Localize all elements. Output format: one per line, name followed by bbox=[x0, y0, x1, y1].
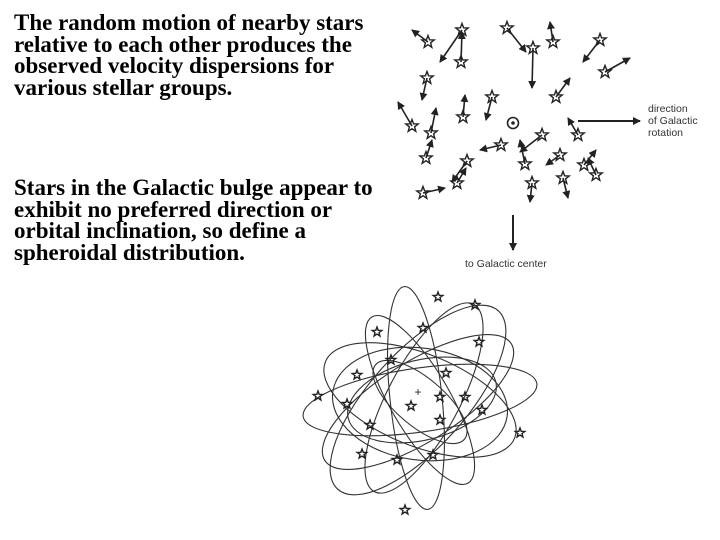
star-icon bbox=[554, 169, 572, 185]
star-icon bbox=[483, 88, 501, 104]
star-icon bbox=[569, 126, 587, 142]
star-icon bbox=[513, 425, 527, 439]
star-icon bbox=[418, 69, 436, 85]
star-icon bbox=[492, 136, 510, 152]
star-icon bbox=[417, 149, 435, 165]
bulge-center-marker: + bbox=[414, 385, 421, 399]
star-icon bbox=[458, 152, 476, 168]
star-icon bbox=[433, 412, 447, 426]
star-icon bbox=[416, 320, 430, 334]
star-icon bbox=[551, 146, 569, 162]
star-icon bbox=[498, 19, 516, 35]
star-icon bbox=[523, 174, 541, 190]
star-icon bbox=[547, 88, 565, 104]
star-icon bbox=[475, 402, 489, 416]
star-icon bbox=[448, 174, 466, 190]
bulge-orbits bbox=[302, 286, 538, 510]
star-icon bbox=[516, 155, 534, 171]
star-icon bbox=[355, 446, 369, 460]
star-icon bbox=[587, 166, 605, 182]
star-icon bbox=[591, 31, 609, 47]
star-icon bbox=[468, 297, 482, 311]
star-icon bbox=[363, 417, 377, 431]
star-icon bbox=[431, 289, 445, 303]
star-icon bbox=[422, 124, 440, 140]
local-star-field bbox=[397, 19, 631, 203]
star-icon bbox=[398, 502, 412, 516]
star-icon bbox=[433, 389, 447, 403]
star-icon bbox=[596, 63, 614, 79]
star-icon bbox=[472, 334, 486, 348]
star-icon bbox=[311, 388, 325, 402]
star-icon bbox=[350, 367, 364, 381]
star-icon bbox=[544, 33, 562, 49]
star-icon bbox=[426, 447, 440, 461]
star-icon bbox=[439, 365, 453, 379]
sun-symbol-icon bbox=[506, 116, 520, 130]
star-icon bbox=[452, 53, 470, 69]
star-icon bbox=[340, 396, 354, 410]
velocity-arrow-icon bbox=[555, 77, 571, 98]
star-icon bbox=[390, 452, 404, 466]
star-icon bbox=[533, 126, 551, 142]
star-icon bbox=[414, 184, 432, 200]
galactic-center-label: to Galactic center bbox=[465, 258, 547, 270]
paragraph-galactic-bulge: Stars in the Galactic bulge appear to ex… bbox=[14, 175, 373, 265]
velocity-arrow-icon bbox=[528, 47, 537, 89]
star-icon bbox=[370, 324, 384, 338]
star-icon bbox=[384, 352, 398, 366]
bulge-star-field bbox=[311, 289, 527, 516]
star-icon bbox=[419, 33, 437, 49]
velocity-arrow-icon bbox=[397, 101, 413, 127]
galactic-rotation-label: direction of Galactic rotation bbox=[648, 103, 698, 139]
star-icon bbox=[404, 398, 418, 412]
star-icon bbox=[524, 39, 542, 55]
star-icon bbox=[454, 108, 472, 124]
paragraph-velocity-dispersion: The random motion of nearby stars relati… bbox=[14, 10, 364, 100]
star-icon bbox=[458, 389, 472, 403]
star-icon bbox=[403, 117, 421, 133]
